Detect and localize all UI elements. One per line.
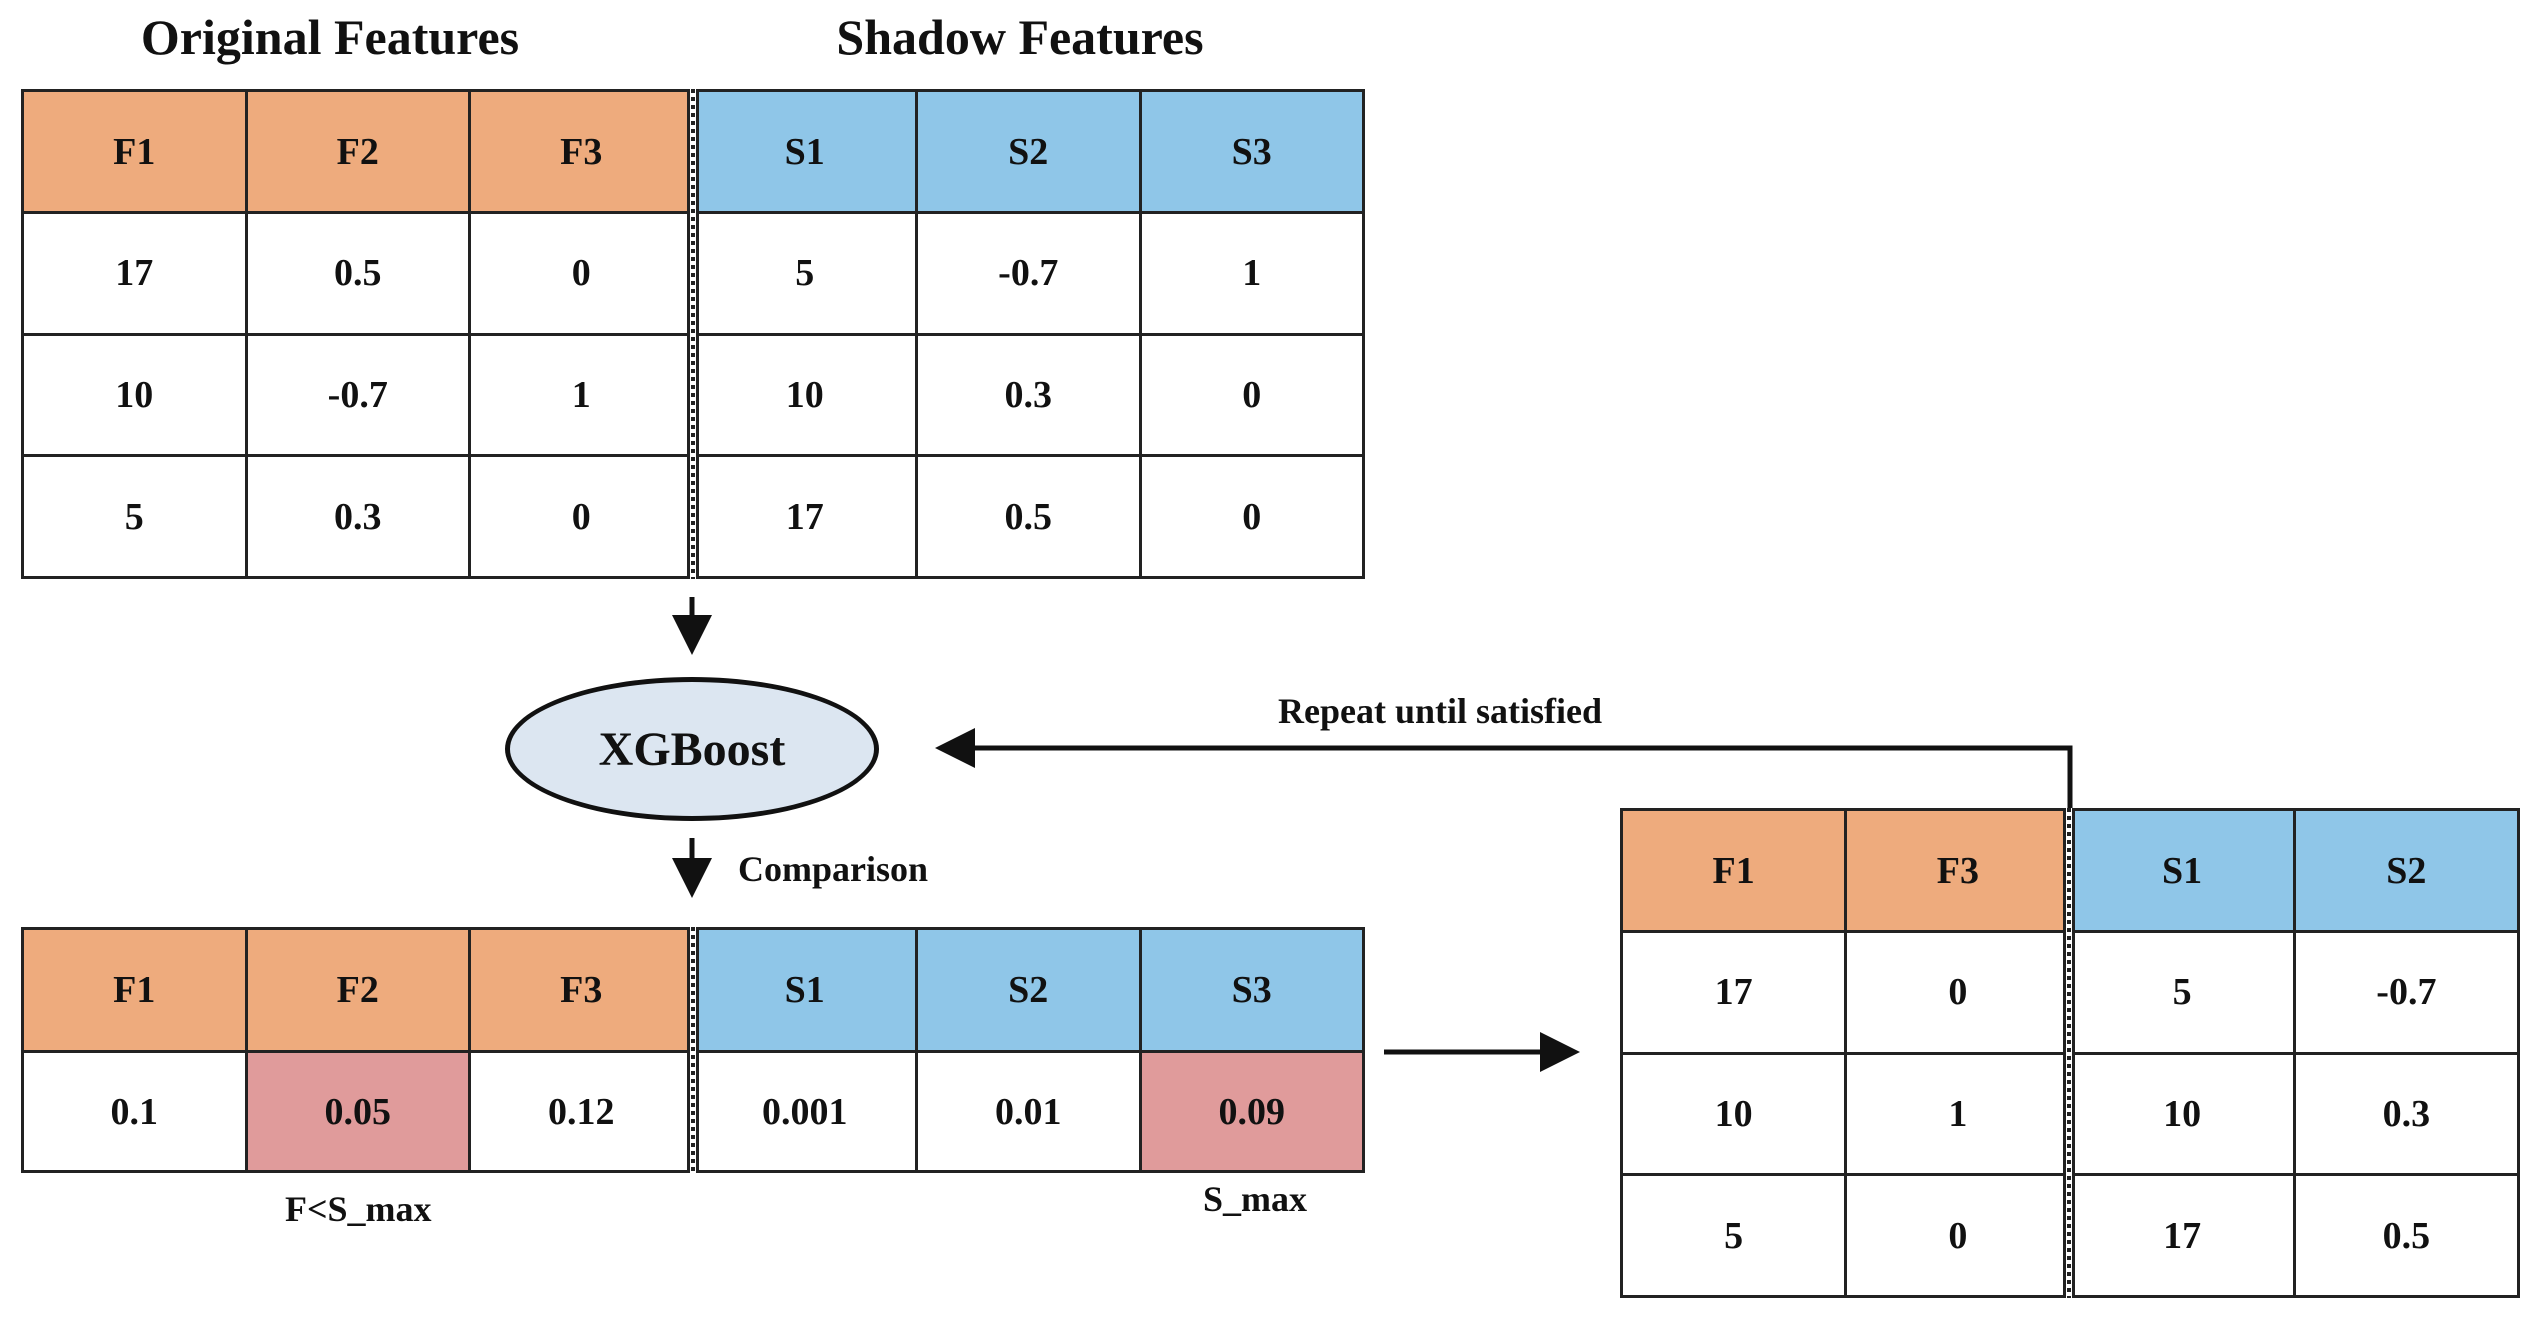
table-cell: 1 xyxy=(468,332,695,458)
table-cell: 0 xyxy=(1138,454,1365,579)
header-cell: S1 xyxy=(691,927,918,1053)
table-cell: 5 xyxy=(21,454,248,579)
importance-cell: 0.1 xyxy=(21,1050,248,1173)
header-cell: F2 xyxy=(244,89,471,214)
table-cell: 0.5 xyxy=(915,454,1142,579)
table-row: 17 0.5 0 5 -0.7 1 xyxy=(21,211,1365,336)
table-cell: 10 xyxy=(1619,1051,1848,1177)
table-cell: 0.3 xyxy=(244,454,471,579)
table-cell: -0.7 xyxy=(915,211,1142,336)
table-cell: 1 xyxy=(1138,211,1365,336)
comparison-label: Comparison xyxy=(738,849,929,889)
importance-cell-highlighted: 0.05 xyxy=(244,1050,471,1173)
table-cell: -0.7 xyxy=(2292,930,2521,1055)
feature-divider xyxy=(687,927,699,1173)
table-header-row: F1 F2 F3 S1 S2 S3 xyxy=(21,89,1365,214)
header-cell: F1 xyxy=(1619,808,1848,933)
table-cell: 10 xyxy=(21,332,248,458)
table-row: 5 0 17 0.5 xyxy=(1619,1173,2521,1298)
header-cell: F1 xyxy=(21,927,248,1053)
original-and-shadow-table: F1 F2 F3 S1 S2 S3 17 0.5 0 5 -0.7 1 10 -… xyxy=(21,89,1365,579)
table-cell: 17 xyxy=(1619,930,1848,1055)
table-row: 10 -0.7 1 10 0.3 0 xyxy=(21,332,1365,458)
shadow-max-label: S_max xyxy=(1203,1179,1308,1219)
arrow-repeat-loop xyxy=(935,728,2073,808)
table-cell: 5 xyxy=(2068,930,2296,1055)
importance-cell: 0.12 xyxy=(468,1050,695,1173)
shadow-features-title: Shadow Features xyxy=(836,9,1204,65)
header-cell: S2 xyxy=(915,927,1142,1053)
table-cell: 0 xyxy=(1844,930,2072,1055)
table-cell: 17 xyxy=(21,211,248,336)
table-row: 0.1 0.05 0.12 0.001 0.01 0.09 xyxy=(21,1050,1365,1173)
table-cell: 1 xyxy=(1844,1051,2072,1177)
table-cell: -0.7 xyxy=(244,332,471,458)
header-cell: S2 xyxy=(2292,808,2521,933)
table-cell: 0 xyxy=(1844,1173,2072,1298)
table-cell: 0.5 xyxy=(244,211,471,336)
table-cell: 10 xyxy=(691,332,918,458)
feature-divider xyxy=(687,89,699,579)
feature-divider xyxy=(2063,808,2075,1298)
table-cell: 17 xyxy=(2068,1173,2296,1298)
importance-cell-highlighted: 0.09 xyxy=(1138,1050,1365,1173)
xgboost-model: XGBoost xyxy=(505,677,879,821)
header-cell: S1 xyxy=(691,89,918,214)
table-cell: 0 xyxy=(468,454,695,579)
table-cell: 0.5 xyxy=(2292,1173,2521,1298)
header-cell: F2 xyxy=(244,927,471,1053)
xgboost-label: XGBoost xyxy=(598,722,786,776)
importance-cell: 0.01 xyxy=(915,1050,1142,1173)
table-cell: 5 xyxy=(1619,1173,1848,1298)
table-row: 5 0.3 0 17 0.5 0 xyxy=(21,454,1365,579)
header-cell: F1 xyxy=(21,89,248,214)
table-cell: 0.3 xyxy=(915,332,1142,458)
table-cell: 0 xyxy=(468,211,695,336)
table-cell: 17 xyxy=(691,454,918,579)
table-row: 17 0 5 -0.7 xyxy=(1619,930,2521,1055)
header-cell: F3 xyxy=(1844,808,2072,933)
table-header-row: F1 F2 F3 S1 S2 S3 xyxy=(21,927,1365,1053)
importance-table: F1 F2 F3 S1 S2 S3 0.1 0.05 0.12 0.001 0.… xyxy=(21,927,1365,1173)
feature-below-shadow-max-label: F<S_max xyxy=(285,1189,432,1229)
importance-cell: 0.001 xyxy=(691,1050,918,1173)
header-cell: S3 xyxy=(1138,89,1365,214)
table-cell: 10 xyxy=(2068,1051,2296,1177)
header-cell: S2 xyxy=(915,89,1142,214)
header-cell: F3 xyxy=(468,89,695,214)
header-cell: S3 xyxy=(1138,927,1365,1053)
table-row: 10 1 10 0.3 xyxy=(1619,1051,2521,1177)
header-cell: F3 xyxy=(468,927,695,1053)
original-features-title: Original Features xyxy=(140,9,520,65)
table-cell: 5 xyxy=(691,211,918,336)
table-cell: 0.3 xyxy=(2292,1051,2521,1177)
table-cell: 0 xyxy=(1138,332,1365,458)
repeat-label: Repeat until satisfied xyxy=(1278,691,1602,731)
